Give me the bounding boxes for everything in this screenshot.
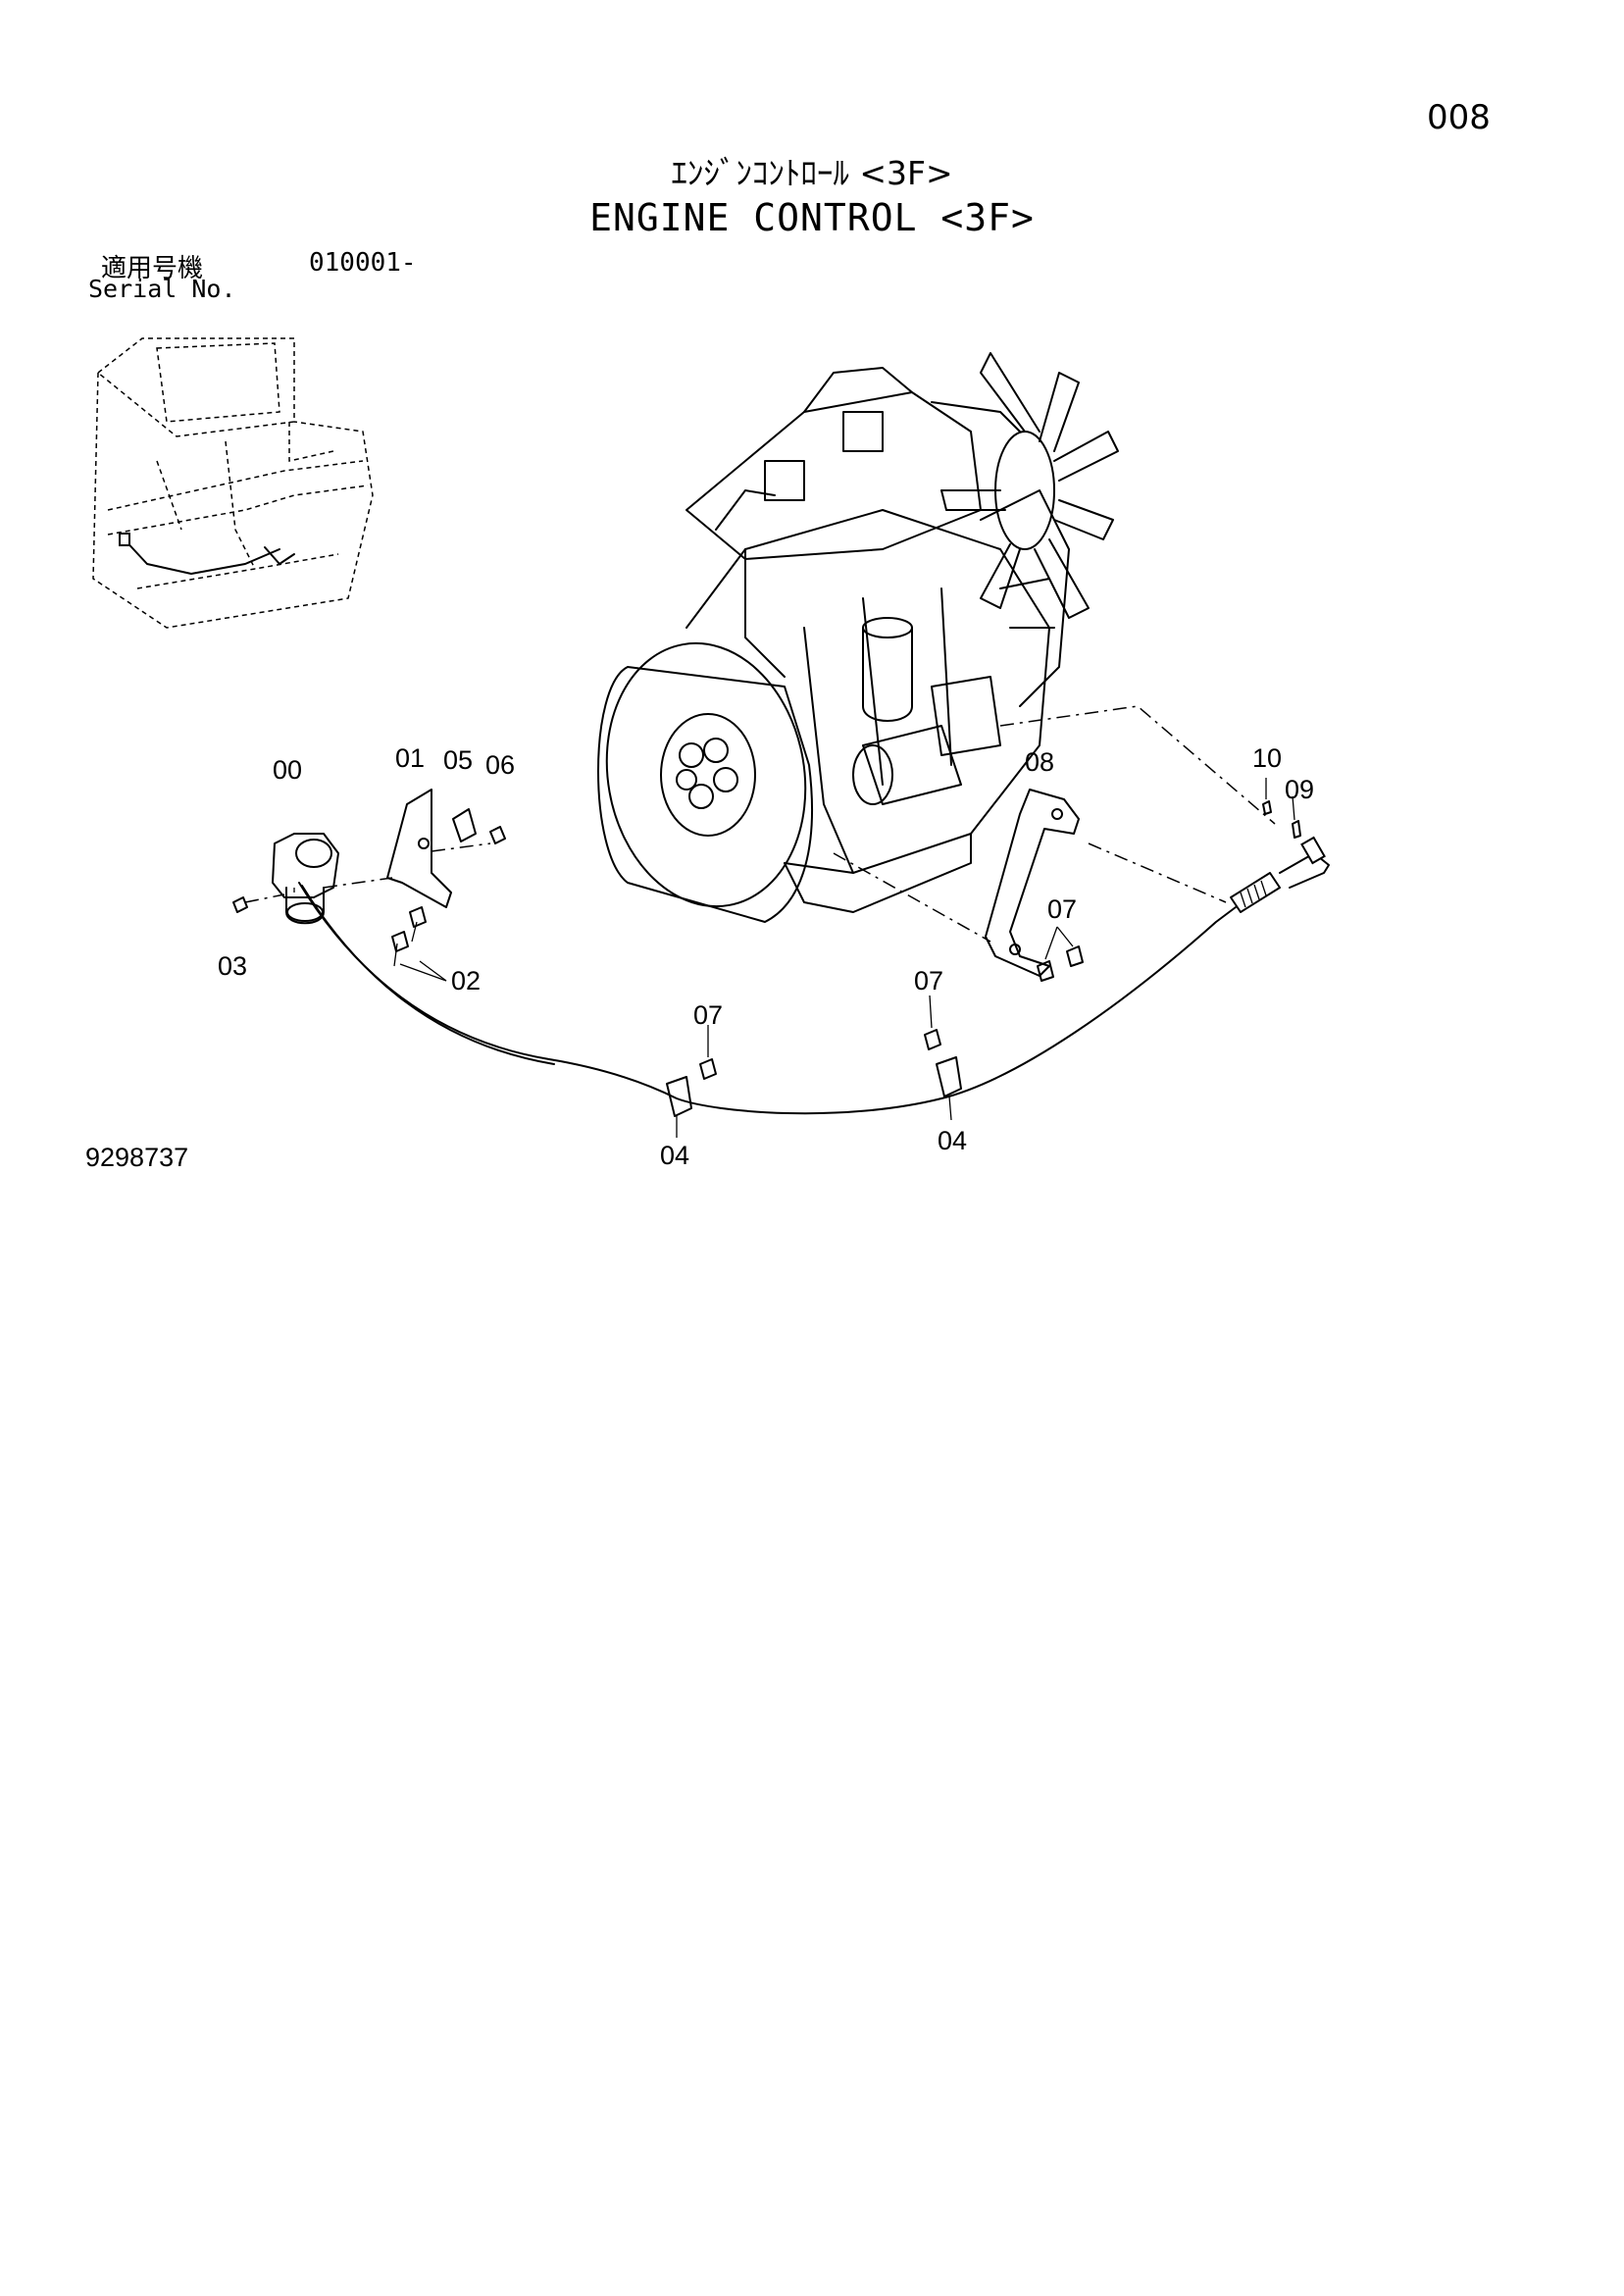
title-japanese: ｴﾝｼﾞﾝｺﾝﾄﾛｰﾙ <3F> bbox=[671, 154, 953, 192]
cable-bracket bbox=[985, 789, 1080, 977]
serial-label-japanese: 適用号機 bbox=[101, 254, 204, 283]
bolt-06 bbox=[489, 826, 506, 844]
callout-09: 09 bbox=[1285, 775, 1315, 804]
callout-02: 02 bbox=[451, 966, 482, 995]
cooling-fan bbox=[931, 352, 1119, 619]
bolt-02b bbox=[409, 906, 427, 928]
bracket-plate bbox=[386, 789, 452, 908]
clamp-right bbox=[936, 1056, 962, 1097]
throttle-lever-assembly bbox=[272, 833, 339, 925]
clamp-left bbox=[666, 1076, 692, 1117]
serial-value: 010001- bbox=[309, 248, 417, 278]
callout-07-left-clamp: 07 bbox=[693, 1000, 724, 1030]
pin-09 bbox=[1292, 820, 1301, 839]
callout-04-left: 04 bbox=[660, 1141, 690, 1170]
callout-10: 10 bbox=[1252, 743, 1283, 773]
callout-08: 08 bbox=[1025, 747, 1055, 777]
callout-06: 06 bbox=[485, 750, 516, 780]
serial-label-english: Serial No. bbox=[88, 275, 236, 303]
page-number: 008 bbox=[1427, 98, 1491, 137]
callout-04-right: 04 bbox=[938, 1126, 968, 1155]
title-english: ENGINE CONTROL <3F> bbox=[589, 196, 1035, 239]
machine-overview-inset bbox=[92, 337, 374, 629]
clamp-bolt-right bbox=[924, 1029, 941, 1050]
bolt-07a bbox=[1037, 960, 1054, 982]
engine-assembly bbox=[597, 352, 1119, 923]
bolt-03 bbox=[232, 896, 248, 913]
cable-adjuster bbox=[1230, 836, 1330, 913]
chain-line-bracket-engine bbox=[833, 852, 991, 943]
chain-line-lever-bracket bbox=[323, 877, 393, 889]
washer bbox=[452, 808, 477, 842]
drawing-number: 9298737 bbox=[85, 1143, 189, 1172]
clamp-bolt-left bbox=[699, 1058, 717, 1080]
callout-03: 03 bbox=[218, 951, 248, 981]
callout-00: 00 bbox=[273, 755, 303, 785]
callout-07-bracket: 07 bbox=[1047, 894, 1078, 924]
bolt-07b bbox=[1066, 945, 1084, 967]
chain-line-plate-bolt bbox=[431, 842, 491, 852]
chain-line-bracket-cable bbox=[1088, 842, 1227, 903]
bolt-02a bbox=[391, 931, 409, 952]
chain-line-engine-to-cable bbox=[999, 705, 1276, 825]
callout-07-right-clamp: 07 bbox=[914, 966, 944, 995]
callout-05: 05 bbox=[443, 745, 474, 775]
clip-10 bbox=[1262, 800, 1272, 815]
callout-01: 01 bbox=[395, 743, 426, 773]
chain-line-lever-bolt bbox=[244, 893, 285, 903]
throttle-cable bbox=[298, 882, 1237, 1115]
